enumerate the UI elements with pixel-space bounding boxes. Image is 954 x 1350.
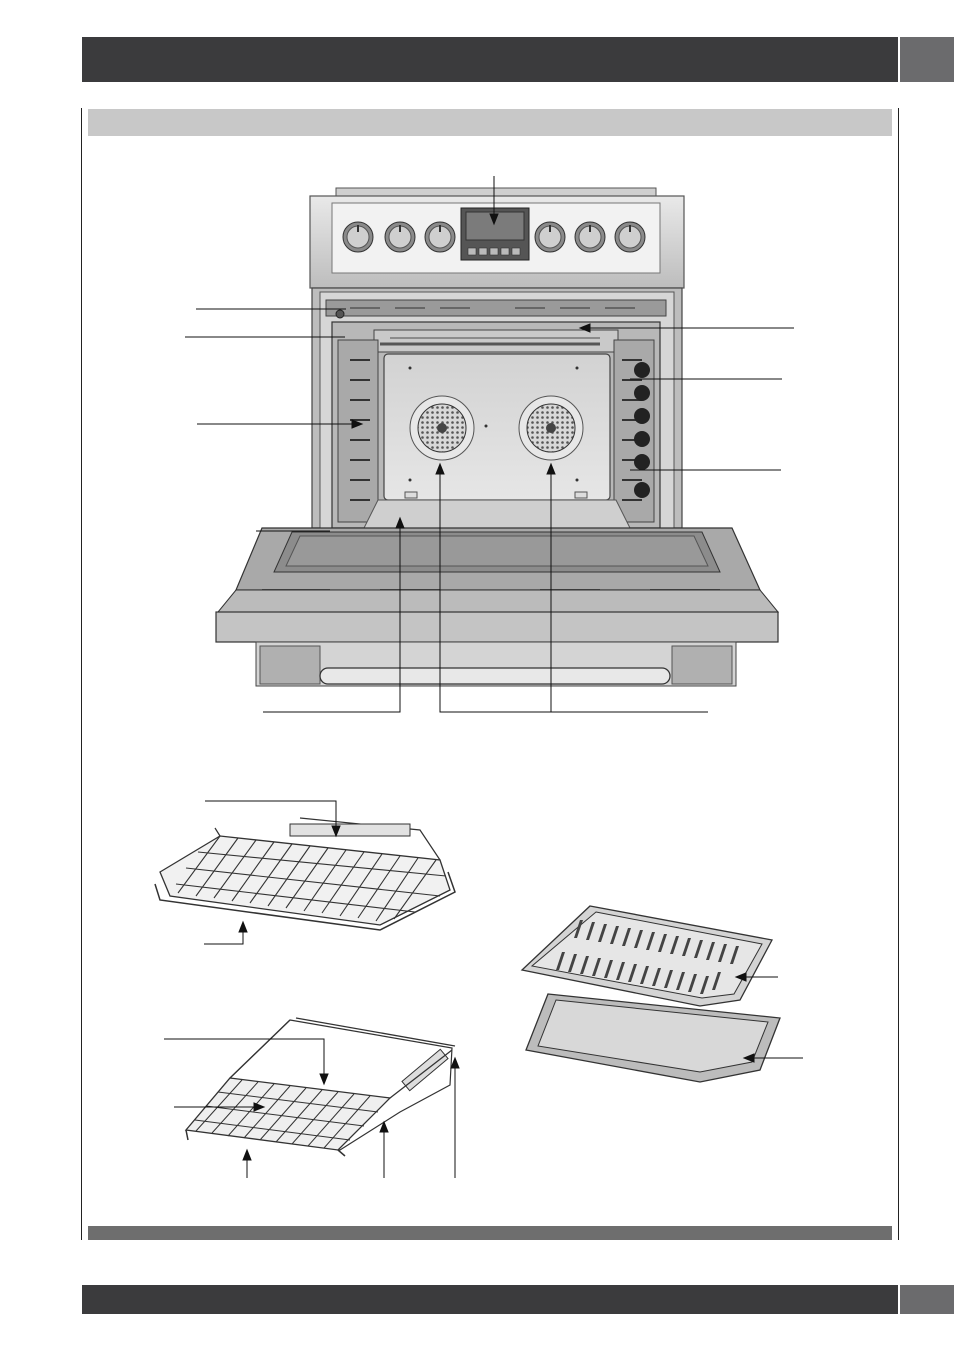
broil-pan-illustration — [520, 905, 781, 1083]
bottom-footer-tab — [900, 1285, 954, 1314]
knob-icon — [614, 221, 646, 253]
wire-rack-callouts — [204, 800, 341, 945]
oven-illustration — [215, 187, 780, 687]
bottom-footer-bar — [82, 1285, 898, 1314]
knob-icon — [534, 221, 566, 253]
telescopic-rack-illustration — [184, 1017, 456, 1157]
wire-rack-illustration — [154, 817, 456, 931]
knob-icon — [424, 221, 456, 253]
convection-fan-icon — [518, 395, 584, 461]
frame-right-line — [898, 108, 899, 1240]
knob-icon — [342, 221, 374, 253]
top-header-tab — [900, 37, 954, 82]
section-footer-strip — [88, 1226, 892, 1240]
door-handle — [319, 667, 671, 685]
convection-fan-icon — [409, 395, 475, 461]
telescopic-rack-callouts — [164, 1038, 460, 1178]
knob-icon — [384, 221, 416, 253]
section-header — [88, 109, 892, 136]
frame-left-line — [81, 108, 82, 1240]
knob-icon — [574, 221, 606, 253]
broil-pan-callouts — [734, 972, 803, 1063]
oven-callouts — [185, 176, 794, 713]
top-header-bar — [82, 37, 898, 82]
